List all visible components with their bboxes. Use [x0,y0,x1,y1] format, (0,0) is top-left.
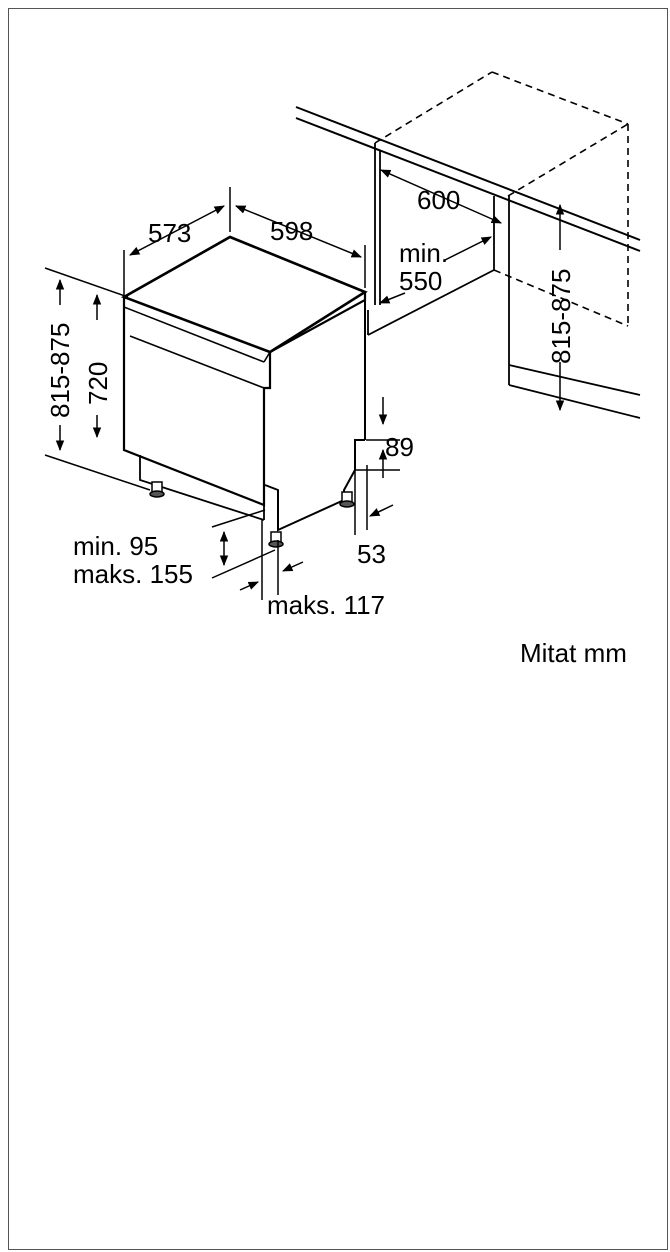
dishwasher-feet [149,481,355,548]
label-foot-offset: 53 [357,539,386,569]
label-plinth-recess: 89 [385,432,414,462]
right-cabinet [493,196,641,419]
countertop [295,106,641,252]
label-niche-min-1: min. [399,238,449,268]
page-frame [8,8,668,1250]
label-plinth-min: min. 95 [73,531,159,561]
dishwasher-body [120,235,368,532]
label-niche-height: 815-875 [546,268,576,364]
label-door-overhang: maks. 117 [267,590,386,620]
left-cabinet-edge [367,143,495,336]
label-plinth-max: maks. 155 [73,559,193,589]
dimension-lines [44,169,565,600]
label-body-height: 720 [83,361,113,405]
niche-outline [374,71,629,327]
label-total-height: 815-875 [45,322,75,418]
label-depth: 573 [148,218,192,248]
units-note: Mitat mm [520,638,627,668]
label-niche-min-2: 550 [399,266,443,296]
label-niche-width: 600 [417,185,461,215]
label-width: 598 [270,216,314,246]
